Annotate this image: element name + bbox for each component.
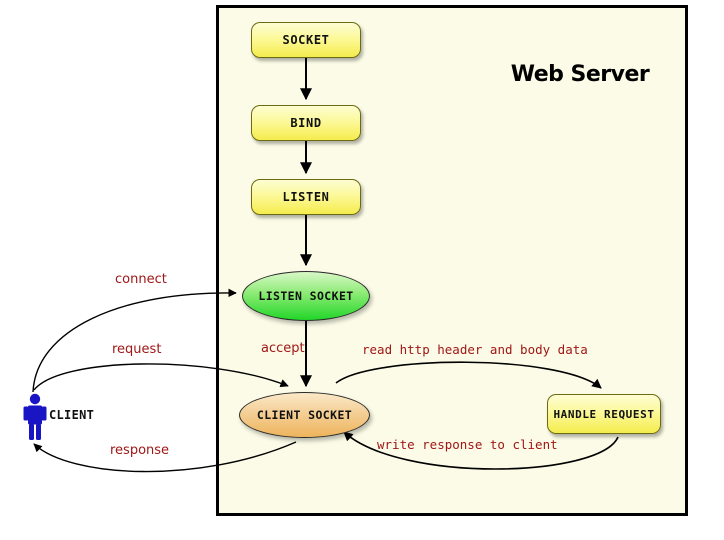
arrow-write-response — [343, 431, 619, 470]
client-actor-icon[interactable] — [22, 393, 48, 441]
edge-label-response: response — [110, 443, 170, 458]
node-client-socket[interactable]: CLIENT SOCKET — [239, 392, 370, 438]
node-bind[interactable]: BIND — [251, 105, 361, 141]
panel-title: Web Server — [510, 62, 650, 87]
edge-label-read-http: read http header and body data — [362, 342, 588, 357]
arrow-request — [33, 363, 289, 391]
node-listen-socket[interactable]: LISTEN SOCKET — [242, 271, 370, 321]
node-handle-request[interactable]: HANDLE REQUEST — [547, 394, 661, 434]
node-listen[interactable]: LISTEN — [251, 179, 361, 215]
client-actor-label: CLIENT — [49, 408, 95, 422]
node-socket[interactable]: SOCKET — [251, 22, 361, 58]
arrow-connect — [32, 288, 237, 393]
edge-label-connect: connect — [115, 272, 167, 287]
arrow-read-request — [335, 361, 602, 389]
edge-label-request: request — [112, 342, 162, 357]
edge-label-write-response: write response to client — [377, 437, 558, 452]
arrow-response — [33, 441, 297, 473]
edge-label-accept: accept — [261, 341, 305, 356]
